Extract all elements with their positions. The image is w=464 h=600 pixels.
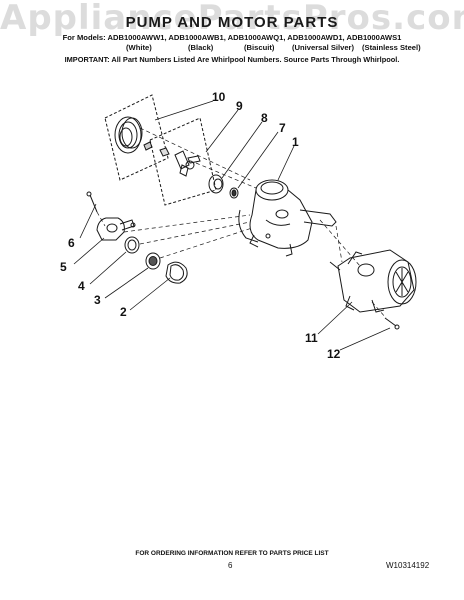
callout-1: 1 xyxy=(292,135,299,149)
page-title: PUMP AND MOTOR PARTS xyxy=(125,14,339,31)
part-10-seal-ring xyxy=(114,116,153,154)
callout-9: 9 xyxy=(236,99,243,113)
part-10-dashed-box xyxy=(104,94,169,181)
callout-8: 8 xyxy=(261,111,268,125)
part-9-dashed-box xyxy=(149,117,217,206)
color-stainless-steel: (Stainless Steel) xyxy=(362,43,421,52)
part-2-gasket xyxy=(165,261,188,284)
callout-4: 4 xyxy=(78,279,85,293)
part-8-washer xyxy=(208,174,224,194)
models-line: For Models: ADB1000AWW1, ADB1000AWB1, AD… xyxy=(62,33,402,42)
assembly-guide-lines xyxy=(96,127,387,319)
callout-10: 10 xyxy=(212,90,226,104)
color-white: (White) xyxy=(126,43,152,52)
callout-leaders xyxy=(73,100,391,351)
page-number: 6 xyxy=(228,561,233,570)
ordering-info-footer: FOR ORDERING INFORMATION REFER TO PARTS … xyxy=(135,550,329,557)
document-number: W10314192 xyxy=(386,561,430,570)
callout-6: 6 xyxy=(68,236,75,250)
callout-11: 11 xyxy=(305,331,318,345)
color-biscuit: (Biscuit) xyxy=(244,43,275,52)
part-12-screw xyxy=(384,317,400,330)
color-black: (Black) xyxy=(188,43,214,52)
callout-12: 12 xyxy=(327,347,341,361)
part-4-seal xyxy=(124,236,140,254)
part-3-grommet xyxy=(145,252,161,270)
callout-7: 7 xyxy=(279,121,286,135)
part-9-impeller xyxy=(159,147,201,177)
color-universal-silver: (Universal Silver) xyxy=(292,43,355,52)
part-7-oring xyxy=(229,187,239,199)
important-note: IMPORTANT: All Part Numbers Listed Are W… xyxy=(64,55,400,64)
part-6-screw xyxy=(86,191,98,213)
callout-2: 2 xyxy=(120,305,127,319)
callout-5: 5 xyxy=(60,260,67,274)
part-1-pump-housing xyxy=(238,179,337,257)
callout-3: 3 xyxy=(94,293,101,307)
